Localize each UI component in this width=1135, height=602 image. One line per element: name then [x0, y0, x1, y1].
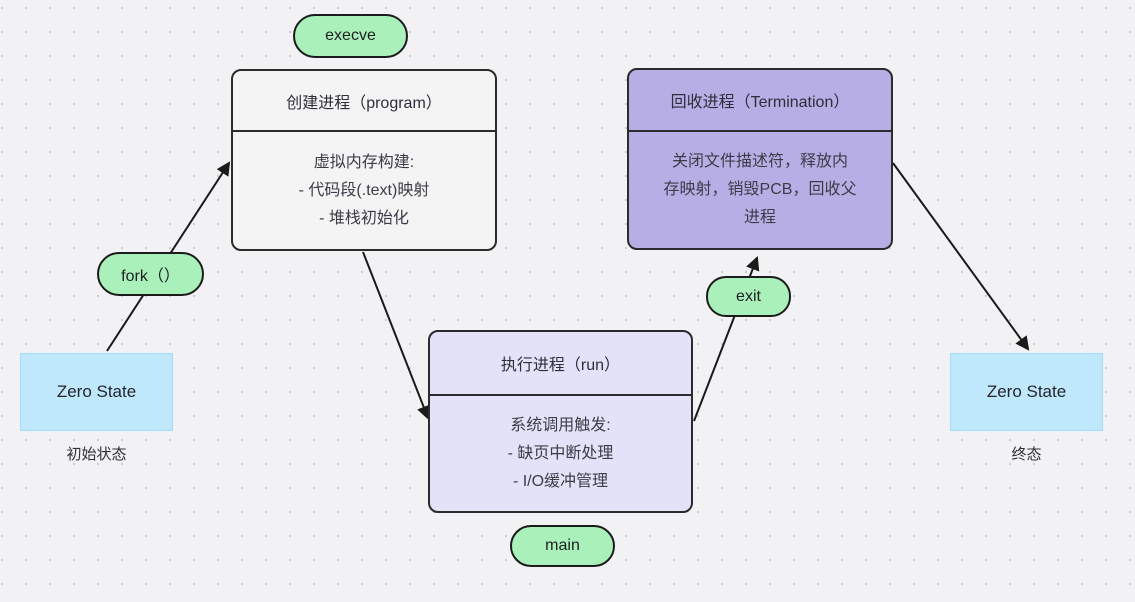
node-create-line: 虚拟内存构建: [313, 153, 415, 171]
node-create-process: 创建进程（program） 虚拟内存构建: - 代码段(.text)映射 - 堆… [231, 69, 497, 251]
node-run-line: - I/O缓冲管理 [512, 472, 609, 490]
caption-final-state: 终态 [1011, 446, 1042, 463]
caption-initial-state: 初始状态 [66, 446, 127, 463]
node-zero-state-final: Zero State [950, 353, 1103, 431]
edge-terminate-to-zerostate [892, 162, 1030, 351]
node-terminate-body: 关闭文件描述符，释放内 存映射，销毁PCB，回收父 进程 [629, 132, 891, 248]
node-terminate-title: 回收进程（Termination） [629, 70, 891, 132]
node-run-body: 系统调用触发: - 缺页中断处理 - I/O缓冲管理 [430, 396, 691, 511]
node-create-title: 创建进程（program） [233, 71, 495, 132]
label-exit: exit [706, 276, 791, 317]
node-run-process: 执行进程（run） 系统调用触发: - 缺页中断处理 - I/O缓冲管理 [428, 330, 693, 513]
node-zero-state-initial: Zero State [20, 353, 173, 431]
label-main: main [510, 525, 615, 567]
node-run-line: 系统调用触发: [510, 416, 611, 434]
node-terminate-line: 存映射，销毁PCB，回收父 [663, 181, 857, 198]
label-fork: fork（） [97, 252, 204, 296]
node-create-body: 虚拟内存构建: - 代码段(.text)映射 - 堆栈初始化 [233, 132, 495, 249]
node-terminate-line: 关闭文件描述符，释放内 [671, 153, 848, 170]
node-terminate-line: 进程 [743, 209, 776, 226]
node-create-line: - 代码段(.text)映射 [298, 181, 430, 199]
label-execve: execve [293, 14, 408, 58]
edge-create-to-run [362, 251, 431, 420]
node-run-line: - 缺页中断处理 [507, 444, 614, 462]
node-terminate-process: 回收进程（Termination） 关闭文件描述符，释放内 存映射，销毁PCB，… [627, 68, 893, 250]
node-create-line: - 堆栈初始化 [319, 209, 409, 227]
node-run-title: 执行进程（run） [430, 332, 691, 396]
